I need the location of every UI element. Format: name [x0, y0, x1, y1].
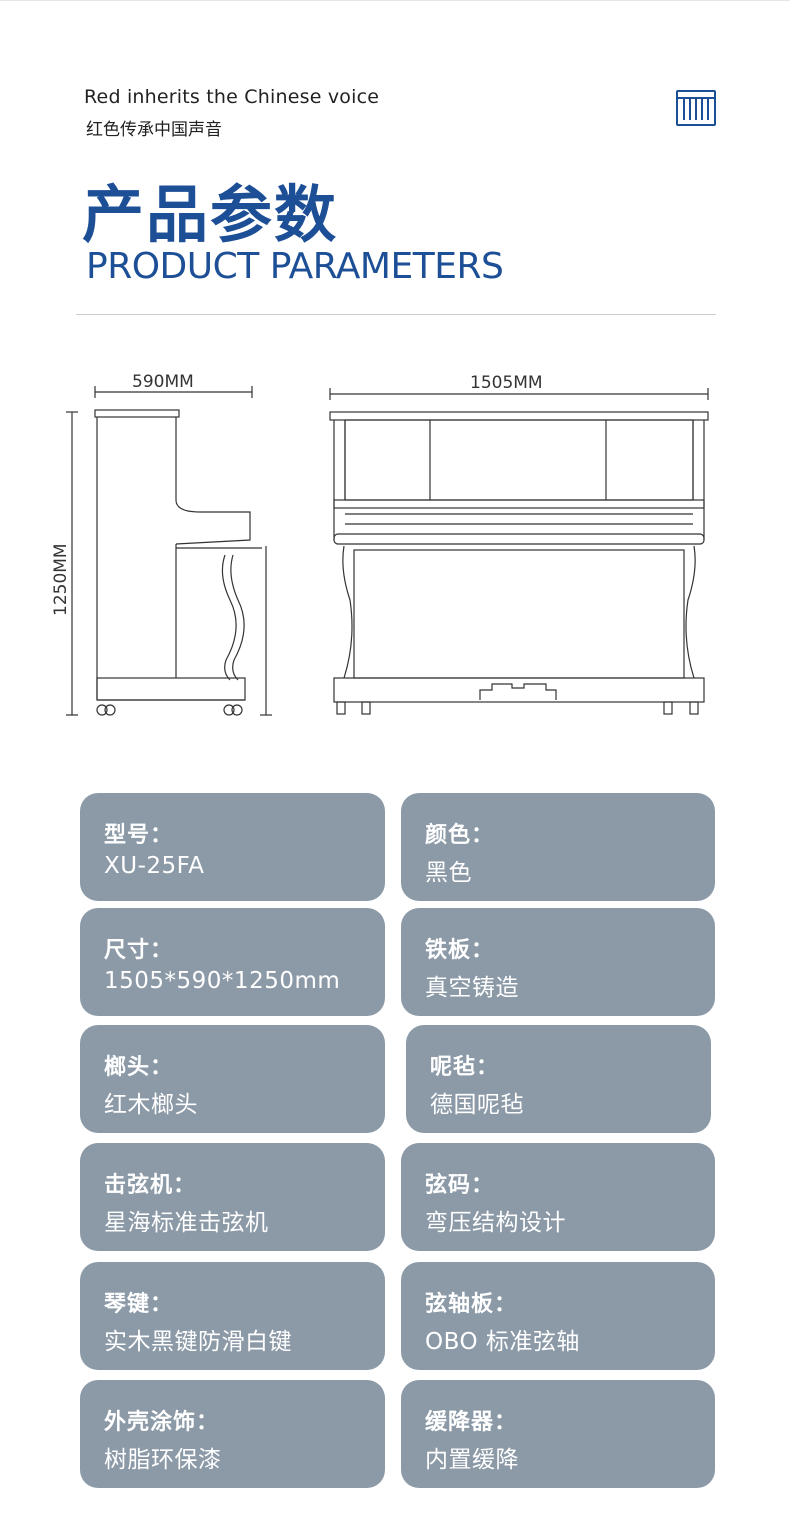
param-card-finish: 外壳涂饰： 树脂环保漆: [80, 1380, 385, 1488]
param-card-color: 颜色： 黑色: [401, 793, 715, 901]
param-value: 红木榔头: [104, 1092, 198, 1118]
slogan-chinese: 红色传承中国声音: [86, 120, 222, 140]
param-label: 颜色：: [425, 823, 495, 848]
param-value: XU-25FA: [104, 853, 205, 879]
piano-keys-icon: [676, 90, 716, 126]
height-dimension-label: 1250MM: [51, 543, 71, 616]
param-value: 内置缓降: [425, 1447, 519, 1473]
header-divider: [76, 314, 716, 315]
param-label: 型号：: [104, 823, 174, 848]
param-label: 琴键：: [104, 1292, 174, 1317]
param-card-iron-plate: 铁板： 真空铸造: [401, 908, 715, 1016]
param-card-bridge: 弦码： 弯压结构设计: [401, 1143, 715, 1251]
page-subtitle: PRODUCT PARAMETERS: [86, 246, 504, 287]
param-label: 尺寸：: [104, 938, 174, 963]
param-value: OBO 标准弦轴: [425, 1329, 580, 1355]
param-label: 呢毡：: [430, 1055, 500, 1080]
depth-dimension-label: 590MM: [132, 372, 194, 392]
param-card-size: 尺寸： 1505*590*1250mm: [80, 908, 385, 1016]
param-label: 弦码：: [425, 1173, 495, 1198]
param-value: 星海标准击弦机: [104, 1210, 269, 1236]
param-label: 击弦机：: [104, 1173, 197, 1198]
param-card-hammer: 榔头： 红木榔头: [80, 1025, 385, 1133]
param-card-action: 击弦机： 星海标准击弦机: [80, 1143, 385, 1251]
param-value: 黑色: [425, 860, 472, 886]
param-value: 树脂环保漆: [104, 1447, 222, 1473]
piano-dimension-drawing: 590MM 1505MM 1250MM: [51, 372, 709, 716]
param-card-soft-close: 缓降器： 内置缓降: [401, 1380, 715, 1488]
width-dimension-label: 1505MM: [470, 373, 543, 393]
param-value: 德国呢毡: [430, 1092, 524, 1118]
slogan-english: Red inherits the Chinese voice: [84, 86, 380, 108]
param-card-felt: 呢毡： 德国呢毡: [406, 1025, 711, 1133]
page-title: 产品参数: [82, 178, 339, 251]
param-card-model: 型号： XU-25FA: [80, 793, 385, 901]
param-card-keys: 琴键： 实木黑键防滑白键: [80, 1262, 385, 1370]
param-label: 缓降器：: [425, 1410, 518, 1435]
param-value: 真空铸造: [425, 975, 519, 1001]
param-card-pinblock: 弦轴板： OBO 标准弦轴: [401, 1262, 715, 1370]
param-label: 铁板：: [425, 938, 495, 963]
param-value: 弯压结构设计: [425, 1210, 566, 1236]
param-value: 实木黑键防滑白键: [104, 1329, 292, 1355]
param-value: 1505*590*1250mm: [104, 968, 341, 994]
top-border: [0, 0, 790, 1]
param-label: 弦轴板：: [425, 1292, 518, 1317]
param-label: 榔头：: [104, 1055, 174, 1080]
param-label: 外壳涂饰：: [104, 1410, 220, 1435]
